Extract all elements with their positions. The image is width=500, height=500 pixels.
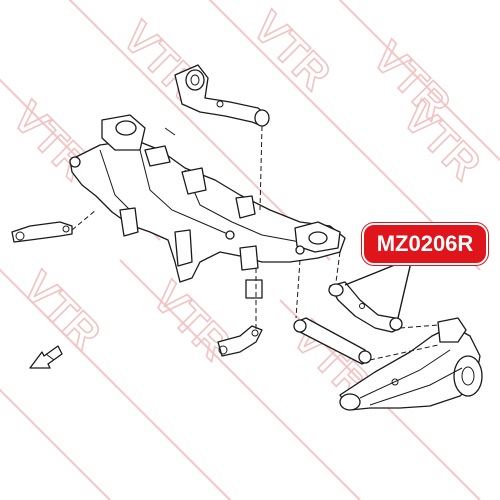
part-number-badge: MZ0206R [362, 223, 488, 265]
watermark-text: VTR [243, 2, 340, 99]
watermark-text: VTR [13, 262, 110, 359]
front-arrow-icon [29, 345, 63, 369]
lower-link-center [217, 279, 263, 357]
upper-arm-top [174, 64, 270, 127]
knuckle-assembly [339, 317, 483, 411]
upper-control-arm-highlighted [328, 281, 403, 333]
stabilizer-link-left [11, 221, 73, 243]
assembly-guide-lines [71, 125, 439, 361]
subframe [69, 114, 346, 283]
